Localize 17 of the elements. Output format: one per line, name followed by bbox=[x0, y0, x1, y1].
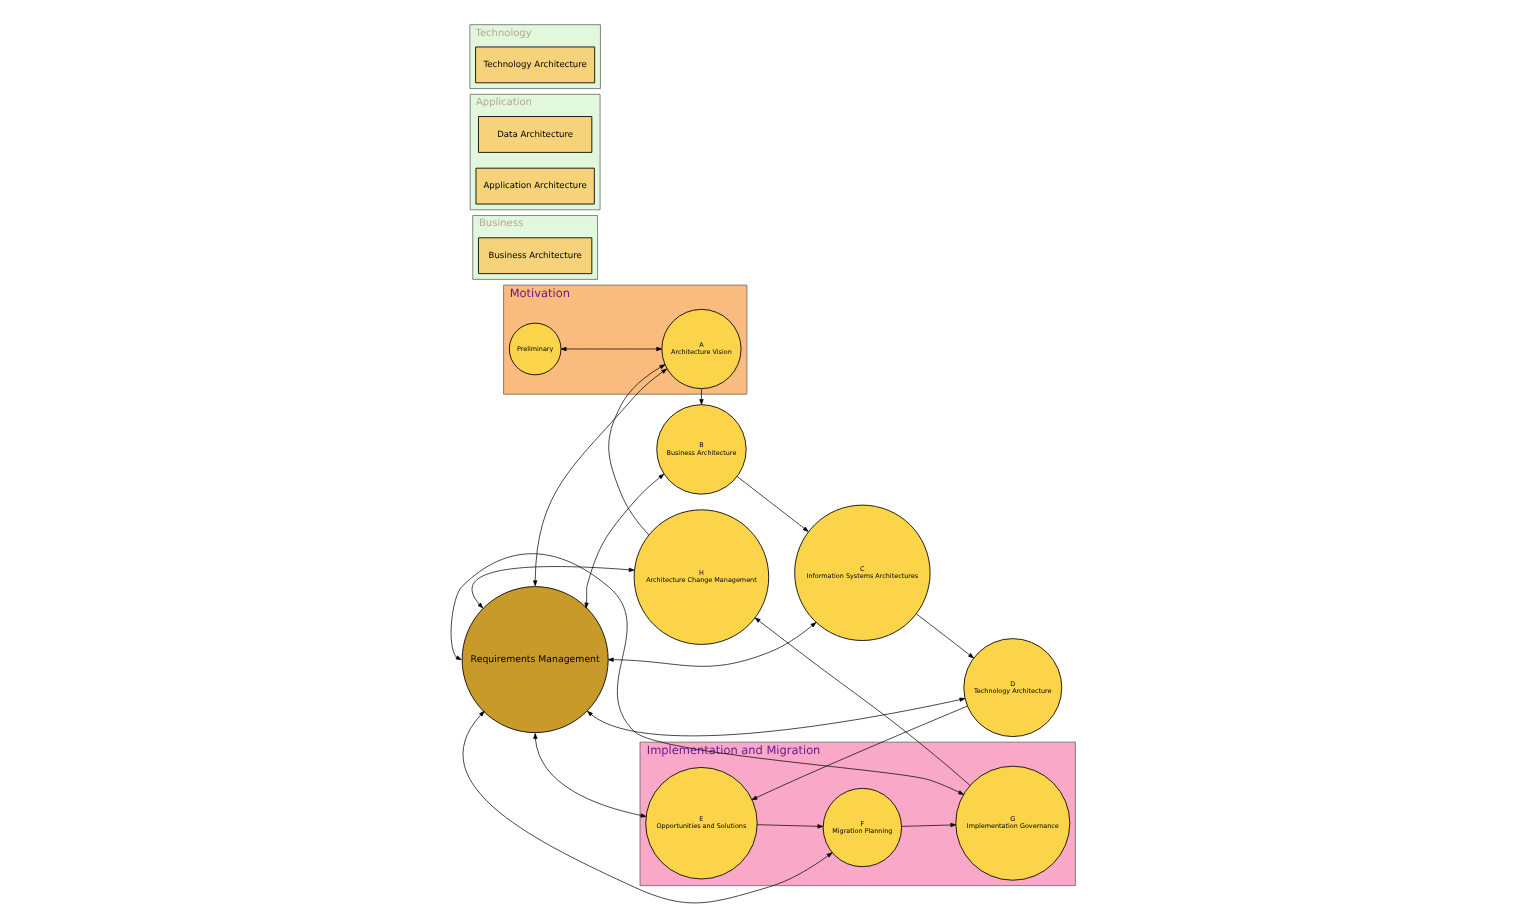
arrow bbox=[753, 617, 970, 786]
arrow bbox=[449, 553, 963, 795]
arrow bbox=[559, 346, 662, 352]
arrow bbox=[755, 824, 823, 829]
arrow bbox=[750, 705, 967, 801]
arrow bbox=[606, 622, 816, 667]
arrow bbox=[532, 368, 667, 587]
arrow bbox=[607, 364, 665, 536]
arrow bbox=[461, 710, 832, 904]
arrow bbox=[583, 473, 664, 609]
arrow bbox=[532, 733, 646, 818]
arrow bbox=[735, 476, 808, 532]
arrow bbox=[698, 388, 703, 405]
arrow bbox=[915, 613, 973, 659]
arrow bbox=[900, 822, 956, 828]
arrow bbox=[470, 566, 634, 609]
arrow bbox=[586, 697, 965, 737]
